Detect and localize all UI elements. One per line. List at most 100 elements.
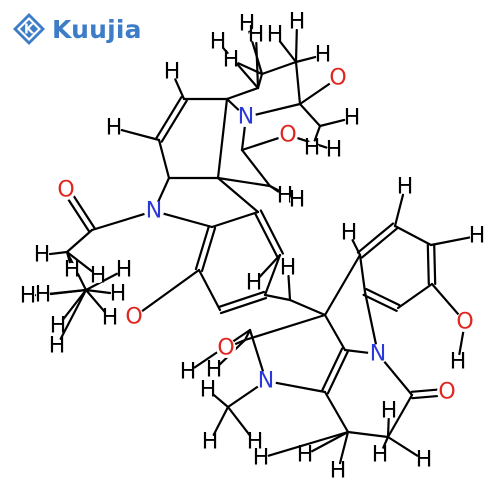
atom-label-h: H	[326, 138, 343, 163]
atom-label-h: H	[247, 430, 264, 455]
atom-label-h: H	[267, 23, 284, 48]
bond-line	[225, 97, 240, 112]
bond-line	[174, 78, 186, 101]
atom-label-n: N	[370, 342, 386, 367]
bond-line	[240, 125, 246, 152]
atom-label-h: H	[330, 459, 347, 484]
bond-line	[411, 394, 439, 400]
atom-label-background	[240, 17, 254, 31]
bond-line	[258, 253, 282, 279]
bond-line	[363, 290, 378, 346]
atom-label-h: H	[246, 271, 263, 296]
atom-label-h: H	[110, 282, 127, 307]
bond-line	[326, 350, 349, 395]
bond-line	[383, 360, 414, 397]
atom-label-background	[111, 287, 125, 301]
bond-line	[240, 137, 280, 152]
bond-line	[212, 394, 230, 409]
atom-label-h: H	[341, 221, 358, 246]
atom-label-background	[211, 35, 225, 49]
atom-label-background	[331, 464, 345, 478]
atom-label-o: O	[57, 178, 74, 203]
bond-line	[313, 124, 322, 142]
bond-line	[294, 60, 302, 106]
bond-line	[160, 99, 188, 143]
bond-line	[360, 227, 399, 259]
atom-label-h: H	[210, 30, 227, 55]
atom-label-background	[290, 15, 304, 29]
atom-label-h: H	[200, 378, 217, 403]
atom-label-background	[417, 453, 431, 467]
bond-line	[386, 435, 419, 457]
atom-label-background	[451, 355, 465, 369]
atom-label-background	[236, 107, 256, 127]
atom-label-h: H	[20, 284, 37, 309]
atom-label-background	[203, 435, 217, 449]
atom-label-background	[207, 363, 221, 377]
bond-line	[278, 40, 298, 64]
bond-line	[393, 224, 433, 247]
bond-line	[274, 381, 327, 394]
bond-line	[382, 435, 390, 449]
atom-label-background	[35, 248, 49, 262]
bond-line	[226, 405, 252, 437]
atom-label-h: H	[35, 283, 52, 308]
bond-line	[294, 28, 298, 64]
atom-label-h: H	[397, 175, 414, 200]
bond-line	[200, 226, 217, 273]
bond-line	[298, 102, 322, 128]
atom-label-background	[65, 263, 79, 277]
bond-line	[321, 347, 344, 392]
atom-label-h: H	[206, 358, 223, 383]
bond-line	[396, 282, 434, 310]
bond-line	[90, 212, 146, 232]
atom-label-background	[144, 201, 164, 221]
bond-line	[157, 176, 171, 203]
atom-label-h: H	[248, 23, 265, 48]
atom-label-h: H	[64, 258, 81, 283]
atom-label-background	[327, 143, 341, 157]
bond-line	[65, 250, 93, 273]
bond-line	[310, 430, 350, 453]
atom-label-background	[278, 125, 298, 145]
atom-label-background	[342, 226, 356, 240]
atom-label-h: H	[34, 243, 51, 268]
bond-line	[343, 348, 370, 354]
kuujia-logo-icon: K	[13, 13, 45, 45]
atom-label-background	[278, 189, 292, 203]
atom-label-background	[216, 338, 236, 358]
bond-line	[430, 282, 460, 316]
brand-name: Kuujia	[52, 14, 142, 44]
bond-line	[243, 313, 327, 342]
atom-label-h: H	[253, 446, 270, 471]
bond-line	[362, 293, 398, 312]
atom-label-background	[51, 319, 65, 333]
atom-label-h: H	[49, 334, 66, 359]
bond-line	[259, 209, 284, 255]
bond-line	[248, 328, 265, 373]
atom-label-h: H	[280, 256, 297, 281]
bond-line	[267, 430, 350, 457]
bond-line	[162, 212, 214, 229]
atom-label-h: H	[450, 350, 467, 375]
atom-label-background	[437, 382, 457, 402]
bond-line	[48, 250, 69, 256]
atom-label-h: H	[304, 136, 321, 161]
bond-line	[225, 86, 260, 101]
atom-label-o: O	[329, 66, 346, 91]
atom-label-background	[247, 276, 261, 290]
bond-line	[351, 239, 362, 257]
atom-label-n: N	[146, 199, 162, 224]
atom-label-h: H	[344, 106, 361, 131]
atom-label-background	[328, 68, 348, 88]
atom-label-background	[470, 229, 484, 243]
atom-label-background	[107, 121, 121, 135]
bond-line	[410, 388, 438, 393]
bond-line	[365, 288, 401, 307]
atom-label-n: N	[238, 105, 254, 130]
bond-line	[216, 97, 229, 180]
atom-label-h: H	[202, 430, 219, 455]
atom-label-background	[373, 448, 387, 462]
